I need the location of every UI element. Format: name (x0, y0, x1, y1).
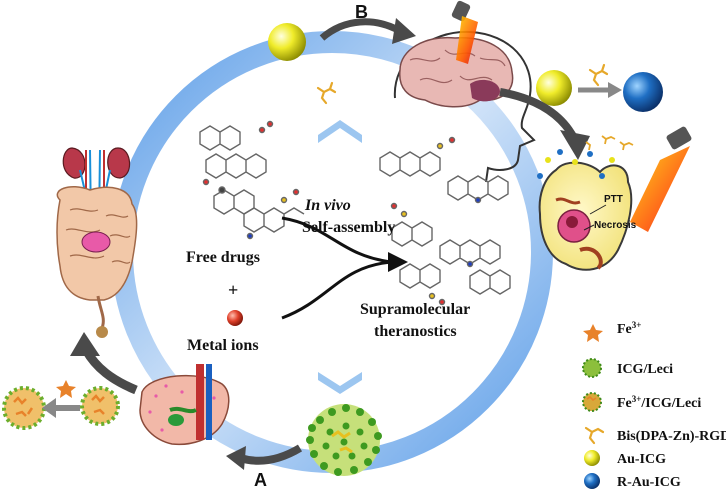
legend-au-icg-sphere-icon (584, 450, 600, 466)
fe-icg-leci-particle-icon-2 (80, 386, 120, 426)
merge-arrowhead (388, 252, 408, 272)
route-a-arrowhead (226, 446, 246, 470)
release-arrowhead (42, 398, 56, 418)
au-icg-sphere-icon-2 (536, 70, 572, 106)
legend-rgd-ligand-icon (584, 426, 605, 445)
liver-icon (139, 364, 230, 446)
excretory-system-icon (56, 147, 138, 338)
rgd-ligand-icon (316, 81, 337, 105)
in-vivo-label: In vivo (304, 197, 351, 214)
legend: Fe3+ ICG/Leci Fe3+/ICG/Leci Bis(DPA-Zn)-… (582, 320, 726, 490)
free-drug-molecule-icon (199, 120, 305, 240)
tumor-cell-icon (537, 126, 692, 271)
head-brain-icon (393, 0, 536, 183)
self-assembly-label: Self-assembly (302, 219, 395, 236)
legend-label-au-icg: Au-ICG (617, 452, 666, 467)
star-icon (56, 380, 76, 398)
r-au-icg-sphere-icon (623, 72, 663, 112)
metal-ions-label: Metal ions (187, 337, 259, 354)
chevron-down-icon (318, 372, 362, 394)
route-label-a: A (254, 470, 267, 490)
legend-label-fe: Fe3+ (617, 320, 641, 337)
legend-r-au-icg-sphere-icon (584, 473, 600, 489)
rgd-ligand-icon-2 (588, 63, 609, 87)
legend-star-icon (583, 324, 603, 342)
necrosis-pointer (583, 224, 595, 231)
icg-leci-cluster-icon (306, 404, 382, 476)
plus-sign: + (228, 280, 238, 300)
legend-label-rgd: Bis(DPA-Zn)-RGD (617, 429, 726, 444)
metal-ion-sphere-icon (227, 310, 243, 326)
route-a-arrow (238, 444, 303, 465)
route-b-arrowhead (392, 18, 416, 44)
fe-icg-leci-particle-icon (2, 386, 46, 430)
legend-label-icg-leci: ICG/Leci (617, 362, 673, 377)
route-b-arrow (319, 18, 400, 41)
supramolecular-structure-icon (379, 136, 511, 306)
theranostics-label: theranostics (374, 323, 457, 340)
legend-fe-icg-leci-particle-icon (582, 392, 602, 412)
free-drugs-label: Free drugs (186, 249, 260, 266)
merge-arrow-bottom (281, 260, 393, 320)
au-icg-sphere-icon (268, 23, 306, 61)
liver-to-excretion-arrowhead (70, 332, 100, 356)
legend-label-fe-icg-leci: Fe3+/ICG/Leci (617, 394, 701, 411)
brain-to-cell-arrowhead (560, 130, 590, 160)
supramolecular-label: Supramolecular (360, 301, 470, 318)
necrosis-label: Necrosis (594, 220, 637, 231)
legend-label-r-au-icg: R-Au-ICG (617, 475, 681, 490)
legend-icg-leci-particle-icon (582, 358, 602, 378)
chevron-up-icon (318, 120, 362, 143)
ptt-label: PTT (604, 194, 623, 205)
ptt-pointer (589, 204, 607, 215)
route-label-b: B (355, 2, 368, 22)
conjugation-arrowhead (608, 82, 622, 98)
merge-arrow-top (281, 216, 393, 264)
